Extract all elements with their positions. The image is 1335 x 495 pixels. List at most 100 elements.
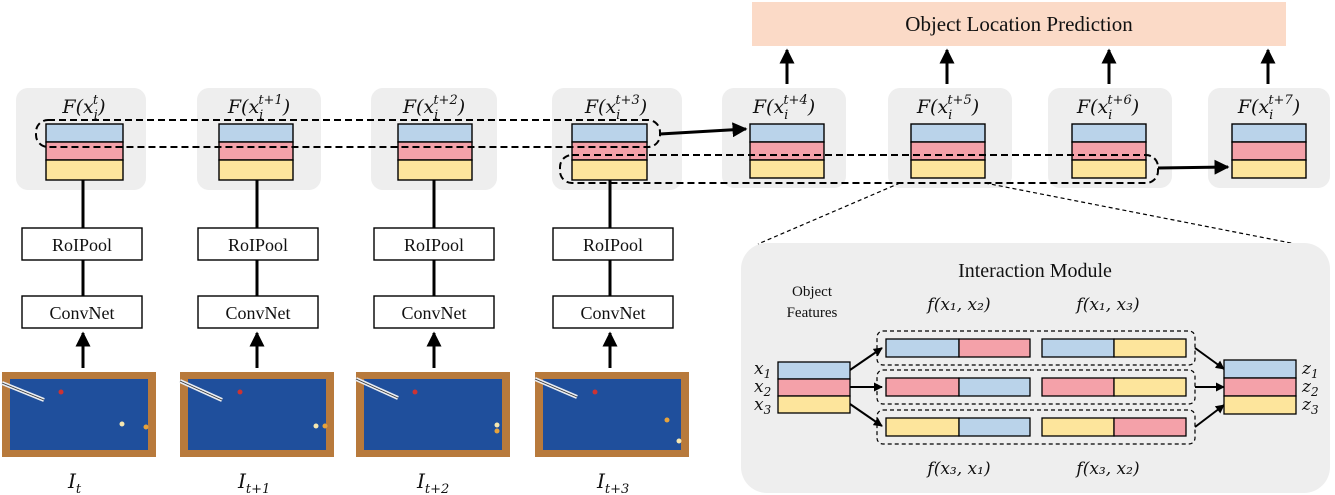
frame-label: It+2: [416, 469, 449, 495]
output-stripe-z1: [1223, 359, 1297, 379]
zoom-line-left: [757, 182, 901, 245]
pair-segment-yellow: [885, 417, 960, 437]
feature-stripe-blue: [910, 123, 986, 143]
feature-stripe-red: [218, 141, 294, 161]
pair-segment-blue: [1041, 338, 1115, 358]
arrow-head-icon: [659, 122, 748, 138]
timestep-column: F(xit) RoIPool ConvNet It: [1, 88, 156, 495]
roipool-box: [552, 227, 674, 261]
pair-row-frame: [876, 409, 1196, 445]
feature-label: F(xit+2): [402, 93, 465, 123]
arrow-head-icon: [1194, 404, 1225, 428]
feature-stripe-yellow: [749, 159, 825, 179]
timestep-column: F(xit+2) RoIPool ConvNet It+2: [355, 88, 510, 495]
feature-stripe-blue: [749, 123, 825, 143]
feature-stripe-yellow: [1231, 159, 1307, 179]
pair-segment-yellow: [1113, 377, 1187, 397]
feature-stripe-red: [45, 141, 124, 161]
pair-segment-red: [958, 338, 1031, 358]
input-label-x1: x1: [754, 359, 771, 381]
pair-segment-blue: [958, 417, 1031, 437]
feature-stripe-blue: [45, 123, 124, 143]
frame-label: It+3: [596, 469, 629, 495]
object-features-label-line2: Features: [787, 305, 838, 321]
convnet-label: ConvNet: [581, 303, 646, 323]
feature-label: F(xit+1): [227, 93, 290, 123]
arrow-head-icon: [1157, 159, 1230, 175]
convnet-box: [197, 295, 319, 329]
convnet-box: [21, 295, 143, 329]
feature-stripe-blue: [397, 123, 473, 143]
feature-stripe-blue: [571, 123, 648, 143]
pair-label-f13: f(x₁, x₃): [1074, 295, 1139, 315]
convnet-box: [552, 295, 674, 329]
temporal-window-frame-bottom: [559, 154, 1159, 184]
feature-label: F(xit+3): [584, 93, 647, 123]
feature-stripe-red: [1231, 141, 1307, 161]
feature-stripe-red: [910, 141, 986, 161]
billiards-frame-image: [1, 372, 156, 457]
feature-stripe-blue: [1071, 123, 1147, 143]
billiards-frame-image: [534, 372, 689, 457]
output-label-z1: z1: [1301, 359, 1319, 381]
feature-stripe-yellow: [218, 159, 294, 181]
feature-stripe-yellow: [571, 159, 648, 181]
object-location-prediction-header: Object Location Prediction: [752, 2, 1286, 46]
prediction-arrows: [779, 48, 1276, 84]
pair-label-f12: f(x₁, x₂): [925, 295, 990, 315]
roipool-label: RoIPool: [52, 235, 112, 255]
input-stripe-x1: [777, 361, 851, 380]
timestep-column: F(xit+3) RoIPool ConvNet It+3: [534, 88, 689, 495]
prediction-column: F(xit+5): [888, 88, 1012, 188]
pair-row-frame: [876, 330, 1196, 366]
convnet-label: ConvNet: [226, 303, 291, 323]
convnet-label: ConvNet: [402, 303, 467, 323]
feature-stripe-red: [397, 141, 473, 161]
module-title: Interaction Module: [958, 260, 1112, 282]
roipool-label: RoIPool: [228, 235, 288, 255]
convnet-box: [373, 295, 495, 329]
pair-label-f32: f(x₃, x₂): [1074, 459, 1139, 479]
feature-label: F(xit+7): [1237, 93, 1300, 123]
feature-label: F(xit): [61, 93, 105, 123]
pair-segment-yellow: [1041, 417, 1115, 437]
input-stripe-x3: [777, 395, 851, 414]
feature-label: F(xit+5): [916, 93, 979, 123]
header-background: [752, 2, 1286, 46]
feature-stripe-red: [749, 141, 825, 161]
pair-segment-blue: [885, 338, 960, 358]
prediction-column: F(xit+7): [1208, 88, 1330, 188]
pair-segment-red: [1113, 417, 1187, 437]
convnet-label: ConvNet: [50, 303, 115, 323]
object-features-label-line1: Object: [792, 284, 833, 300]
feature-stripe-yellow: [910, 159, 986, 179]
output-label-z3: z3: [1301, 395, 1319, 417]
roipool-box: [373, 227, 495, 261]
output-stripe-z2: [1223, 377, 1297, 397]
prediction-column: F(xit+4): [722, 88, 846, 188]
pair-segment-red: [885, 377, 960, 397]
input-label-x3: x3: [754, 395, 772, 417]
arrow-head-icon: [1194, 347, 1225, 370]
feature-label: F(xit+4): [752, 93, 815, 123]
prediction-column: F(xit+6): [1048, 88, 1172, 188]
billiards-frame-image: [179, 372, 334, 457]
output-label-z2: z2: [1301, 377, 1319, 399]
interaction-module-panel: Interaction Module Object Features f(x₁,…: [741, 243, 1330, 493]
feature-stripe-yellow: [397, 159, 473, 181]
timestep-column: F(xit+1) RoIPool ConvNet It+1: [179, 88, 334, 495]
input-label-x2: x2: [754, 377, 771, 399]
frame-label: It+1: [237, 469, 270, 495]
header-title: Object Location Prediction: [905, 12, 1133, 36]
frame-label: It: [67, 469, 82, 495]
roipool-box: [197, 227, 319, 261]
pair-row-frame: [876, 369, 1196, 405]
billiards-frame-image: [355, 372, 510, 457]
feature-stripe-red: [571, 141, 648, 161]
feature-stripe-blue: [218, 123, 294, 143]
roipool-label: RoIPool: [404, 235, 464, 255]
feature-label: F(xit+6): [1076, 93, 1139, 123]
pair-segment-yellow: [1113, 338, 1187, 358]
feature-stripe-red: [1071, 141, 1147, 161]
